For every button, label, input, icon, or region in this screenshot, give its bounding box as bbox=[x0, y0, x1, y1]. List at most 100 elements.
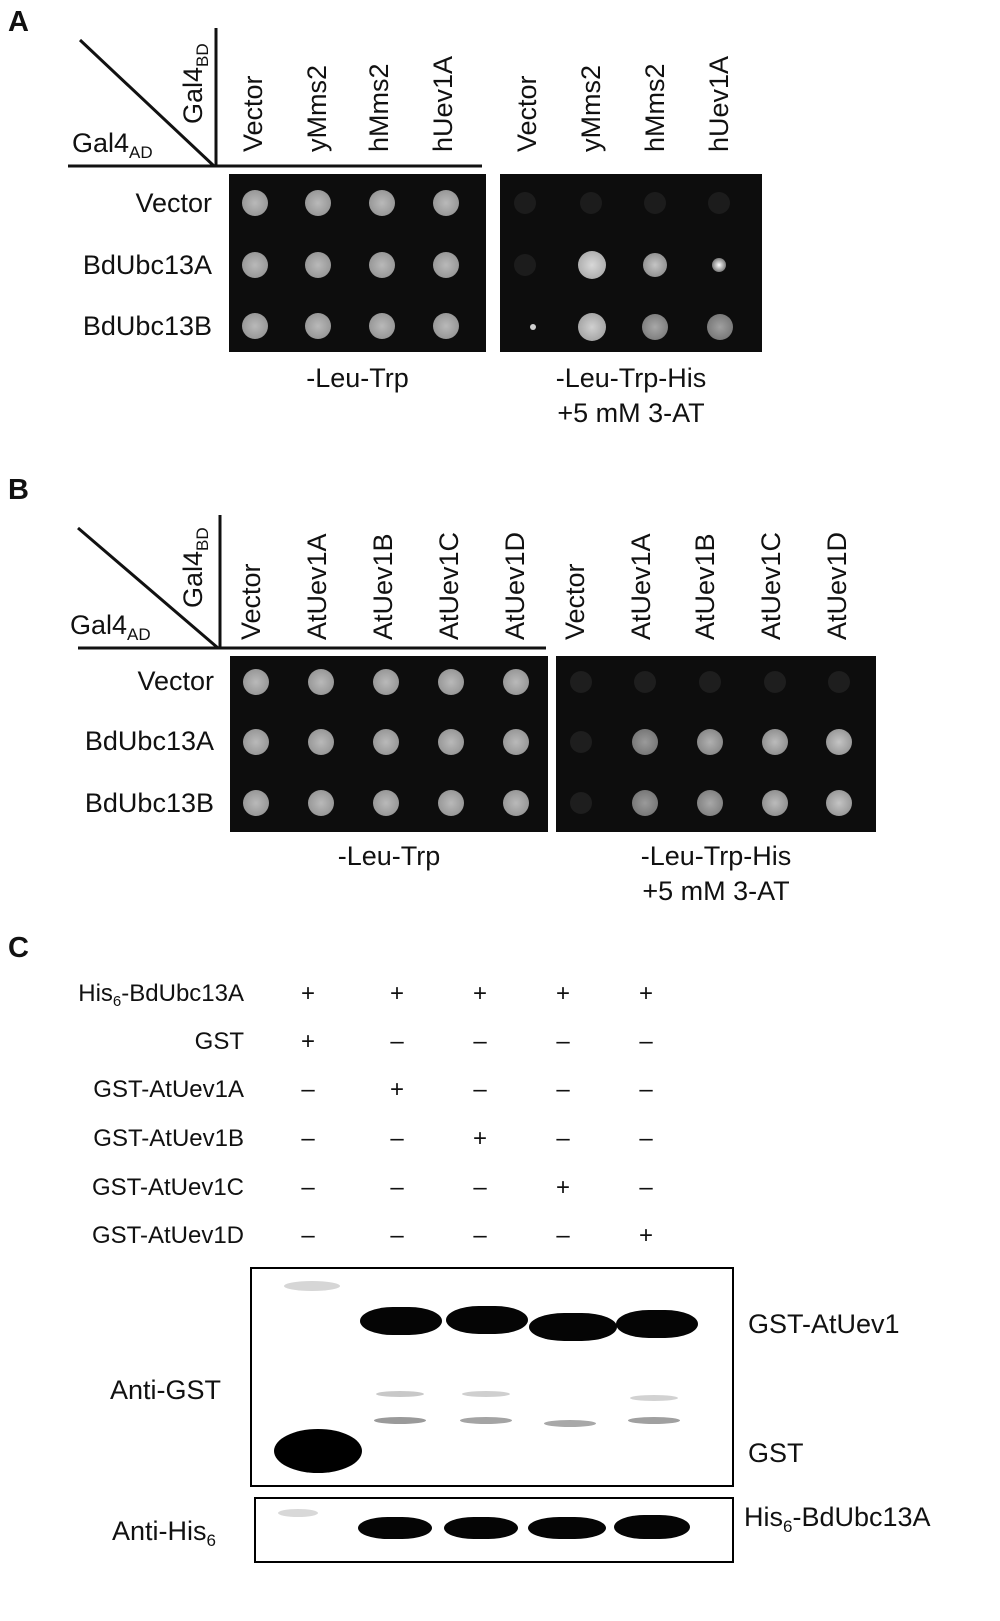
panel-a-plate-1-label: -Leu-Trp bbox=[306, 363, 409, 393]
colony bbox=[305, 313, 331, 339]
panel-b-col-label: Vector bbox=[236, 563, 266, 640]
panel-b-gal4-ad-label: Gal4AD bbox=[70, 610, 151, 644]
panel-b-plate-2 bbox=[556, 656, 876, 832]
colony bbox=[828, 671, 850, 693]
minor-band bbox=[630, 1395, 678, 1401]
panel-a-col-label: hMms2 bbox=[364, 63, 394, 152]
panel-b-row-label: Vector bbox=[137, 666, 214, 696]
panel-a-col-label: hMms2 bbox=[640, 63, 670, 152]
panel-a-gal4-bd-label: Gal4BD bbox=[178, 43, 212, 124]
minor-band bbox=[462, 1391, 510, 1397]
panel-b-col-label: AtUev1A bbox=[302, 533, 332, 640]
panel-b-col-label: AtUev1A bbox=[626, 533, 656, 640]
sign: – bbox=[390, 1174, 404, 1201]
sign: – bbox=[639, 1076, 653, 1103]
panel-a-plate-1 bbox=[229, 174, 486, 352]
panel-c-condition-label: His6-BdUbc13A bbox=[78, 980, 244, 1010]
colony bbox=[570, 731, 592, 753]
panel-a-plate-2-label-line2: +5 mM 3-AT bbox=[557, 398, 705, 428]
colony bbox=[826, 729, 852, 755]
panel-a-letter: A bbox=[8, 6, 29, 38]
anti-his-blot bbox=[254, 1497, 734, 1563]
sign: – bbox=[390, 1125, 404, 1152]
sign: – bbox=[556, 1222, 570, 1249]
panel-b-gal4-bd-label: Gal4BD bbox=[178, 527, 212, 608]
panel-b-col-label: AtUev1B bbox=[368, 533, 398, 640]
minor-band bbox=[544, 1420, 596, 1427]
sign: – bbox=[390, 1222, 404, 1249]
sign: + bbox=[300, 1028, 315, 1055]
sign: – bbox=[301, 1076, 315, 1103]
colony bbox=[707, 314, 733, 340]
colony bbox=[242, 313, 268, 339]
colony bbox=[570, 671, 592, 693]
colony bbox=[373, 669, 399, 695]
minor-band bbox=[628, 1417, 680, 1424]
colony bbox=[708, 192, 730, 214]
sign: – bbox=[390, 1028, 404, 1055]
colony bbox=[699, 671, 721, 693]
panel-a-col-label: hUev1A bbox=[428, 55, 458, 152]
faint-band bbox=[278, 1509, 318, 1517]
panel-c-condition-label: GST-AtUev1D bbox=[91, 1222, 244, 1249]
colony bbox=[369, 190, 395, 216]
panel-b-col-label: AtUev1B bbox=[690, 533, 720, 640]
sign: – bbox=[301, 1125, 315, 1152]
panel-a-col-label: Vector bbox=[512, 75, 542, 152]
colony bbox=[764, 671, 786, 693]
colony bbox=[438, 669, 464, 695]
colony bbox=[308, 729, 334, 755]
sign: – bbox=[556, 1076, 570, 1103]
panel-a-col-label: Vector bbox=[238, 75, 268, 152]
panel-c-condition-label: GST-AtUev1C bbox=[91, 1174, 244, 1201]
sign: – bbox=[639, 1174, 653, 1201]
minor-band bbox=[460, 1417, 512, 1424]
colony bbox=[305, 252, 331, 278]
gst-band bbox=[274, 1429, 362, 1473]
sign: – bbox=[301, 1174, 315, 1201]
colony bbox=[712, 258, 726, 272]
panel-a-row-label: BdUbc13B bbox=[82, 311, 212, 341]
sign: – bbox=[556, 1028, 570, 1055]
minor-band bbox=[374, 1417, 426, 1424]
sign: + bbox=[300, 980, 315, 1007]
sign: + bbox=[555, 1174, 570, 1201]
colony bbox=[433, 252, 459, 278]
anti-gst-label: Anti-GST bbox=[110, 1375, 222, 1405]
panel-b-row-label: BdUbc13A bbox=[84, 726, 214, 756]
his-bdubc13a-band bbox=[444, 1517, 518, 1539]
anti-gst-blot bbox=[250, 1267, 734, 1487]
sign: – bbox=[473, 1174, 487, 1201]
panel-b-col-label: AtUev1C bbox=[756, 531, 786, 640]
panel-b-col-label: Vector bbox=[560, 563, 590, 640]
sign: + bbox=[389, 980, 404, 1007]
colony bbox=[530, 324, 536, 330]
colony bbox=[242, 190, 268, 216]
colony bbox=[373, 790, 399, 816]
colony bbox=[762, 729, 788, 755]
sign: – bbox=[473, 1222, 487, 1249]
panel-b-letter: B bbox=[8, 474, 29, 506]
colony bbox=[643, 253, 667, 277]
panel-b-plate-1 bbox=[230, 656, 548, 832]
colony bbox=[634, 671, 656, 693]
minor-band bbox=[376, 1391, 424, 1397]
gst-atuev1-band bbox=[616, 1310, 698, 1338]
colony bbox=[514, 192, 536, 214]
colony bbox=[580, 192, 602, 214]
panel-c-condition-label: GST-AtUev1B bbox=[93, 1125, 244, 1152]
his-bdubc13a-label: His6-BdUbc13A bbox=[744, 1502, 931, 1536]
colony bbox=[697, 790, 723, 816]
his-bdubc13a-band bbox=[614, 1515, 690, 1539]
panel-a-row-label: BdUbc13A bbox=[82, 250, 212, 280]
panel-b-plate-1-label: -Leu-Trp bbox=[337, 841, 441, 871]
colony bbox=[369, 252, 395, 278]
sign: + bbox=[389, 1076, 404, 1103]
gst-atuev1-band bbox=[446, 1306, 528, 1334]
panel-b-col-label: AtUev1D bbox=[500, 531, 530, 640]
sign: + bbox=[472, 980, 487, 1007]
colony bbox=[644, 192, 666, 214]
colony bbox=[438, 729, 464, 755]
sign: – bbox=[301, 1222, 315, 1249]
